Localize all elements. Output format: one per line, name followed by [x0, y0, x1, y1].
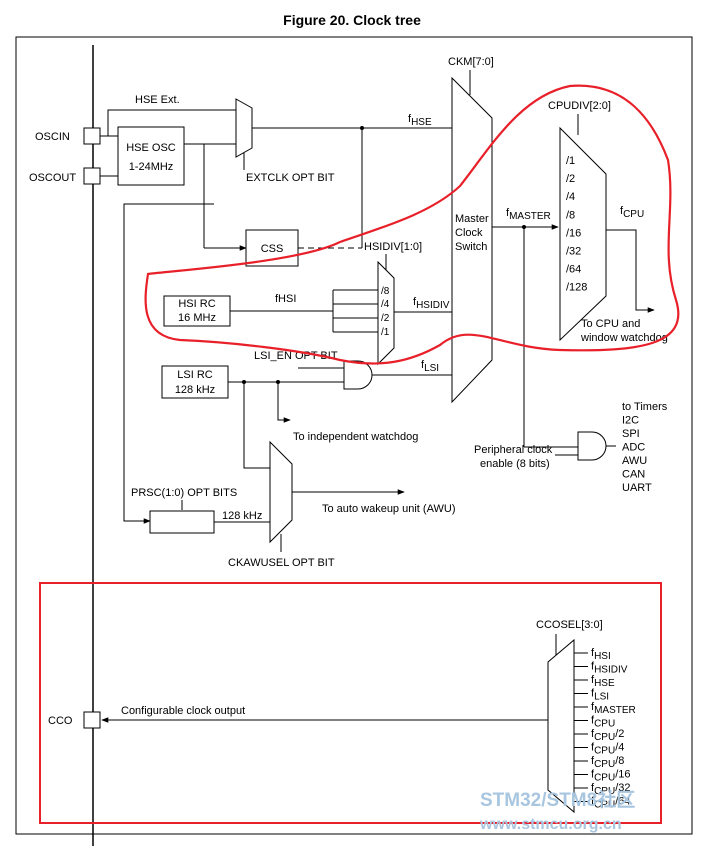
peripheral-item: ADC: [622, 442, 645, 454]
cpudiv-option: /32: [566, 246, 581, 258]
cco-source-label: fCPU/4: [591, 742, 624, 757]
master-switch-line2: Clock: [455, 227, 483, 239]
cco-source-label: fHSE: [591, 674, 615, 689]
f-hse-label: fHSE: [408, 113, 432, 128]
fhsi-label: fHSI: [275, 293, 296, 305]
cpudiv-option: /64: [566, 264, 581, 276]
lsi-and-gate: [343, 360, 373, 390]
cco-source-label: fLSI: [591, 688, 609, 703]
ccosel-mux: [547, 638, 575, 814]
hsidiv-4: /4: [381, 299, 390, 310]
cco-source-label: fCPU/32: [591, 782, 630, 797]
cpudiv-option: /4: [566, 191, 575, 203]
oscin-label: OSCIN: [35, 131, 70, 143]
f-lsi-label: fLSI: [421, 359, 439, 374]
cco-source-label: fCPU: [591, 715, 615, 730]
ckawusel-mux: [269, 440, 293, 544]
prsc-128khz: 128 kHz: [222, 510, 262, 522]
ckm-label: CKM[7:0]: [448, 56, 494, 68]
cco-source-label: fCPU/64: [591, 796, 630, 811]
cco-source-label: fHSIDIV: [591, 661, 628, 676]
watermark-line1: STM32/STM8社区: [480, 788, 635, 811]
peripheral-item: to Timers: [622, 401, 668, 413]
oscout-label: OSCOUT: [29, 172, 76, 184]
peripheral-item: I2C: [622, 415, 639, 427]
periph-clock-line1: Peripheral clock: [474, 444, 553, 456]
lsi-rc-label: LSI RC: [177, 369, 213, 381]
cco-source-label: fCPU/2: [591, 728, 624, 743]
f-master-label: fMASTER: [506, 207, 551, 222]
extclk-opt-label: EXTCLK OPT BIT: [246, 172, 335, 184]
watermark-line2: www.stmcu.org.cn: [479, 816, 622, 833]
oscout-pin: [83, 167, 101, 185]
peripheral-item: UART: [622, 482, 652, 494]
css-label: CSS: [261, 243, 284, 255]
ckawusel-label: CKAWUSEL OPT BIT: [228, 557, 335, 569]
master-clock-switch: [451, 76, 493, 404]
cco-source-list: fHSIfHSIDIVfHSEfLSIfMASTERfCPUfCPU/2fCPU…: [574, 647, 636, 811]
hsi-rc-freq: 16 MHz: [178, 312, 216, 324]
peripheral-item: SPI: [622, 428, 640, 440]
extclk-mux: [235, 98, 253, 158]
peripheral-item: AWU: [622, 455, 647, 467]
lsi-en-label: LSI_EN OPT BIT: [254, 350, 338, 362]
cpudiv-option: /8: [566, 209, 575, 221]
lsi-rc-box: [161, 365, 229, 399]
cpudiv-option: /2: [566, 173, 575, 185]
master-switch-line1: Master: [455, 213, 489, 225]
peripheral-item: CAN: [622, 469, 645, 481]
cpudiv-option: /1: [566, 155, 575, 167]
periph-and-gate: [577, 431, 607, 461]
cco-source-label: fCPU/16: [591, 769, 630, 784]
cpudiv-label: CPUDIV[2:0]: [548, 100, 611, 112]
master-switch-line3: Switch: [455, 241, 487, 253]
figure-title: Figure 20. Clock tree: [283, 12, 421, 28]
hsidiv-2: /2: [381, 313, 390, 324]
diagram-frame: [15, 36, 693, 835]
ccosel-label: CCOSEL[3:0]: [536, 619, 603, 631]
cco-pin: [83, 711, 101, 729]
hse-ext-label: HSE Ext.: [135, 94, 180, 106]
hsi-rc-label: HSI RC: [178, 298, 215, 310]
lsi-rc-freq: 128 kHz: [175, 384, 215, 396]
cco-label: CCO: [48, 715, 73, 727]
prsc-box: [149, 510, 215, 534]
hsidiv-8: /8: [381, 286, 390, 297]
f-cpu-label: fCPU: [620, 205, 644, 220]
cco-output-label: Configurable clock output: [121, 705, 245, 717]
prsc-label: PRSC(1:0) OPT BITS: [131, 487, 237, 499]
to-awu-label: To auto wakeup unit (AWU): [322, 503, 455, 515]
to-cpu-line1: To CPU and: [581, 318, 640, 330]
hse-osc-box: [117, 126, 185, 186]
hse-osc-range: 1-24MHz: [129, 161, 174, 173]
oscin-pin: [83, 127, 101, 145]
cco-source-label: fHSI: [591, 647, 611, 662]
hsidiv-1: /1: [381, 327, 390, 338]
hsidiv-mux: [377, 260, 395, 366]
cpudiv-option: /16: [566, 227, 581, 239]
hse-osc-label: HSE OSC: [126, 142, 176, 154]
periph-clock-line2: enable (8 bits): [480, 458, 550, 470]
cpudiv-option: /128: [566, 282, 587, 294]
to-iwdg-label: To independent watchdog: [293, 431, 418, 443]
highlight-outline-cpu: [144, 84, 680, 365]
cco-source-label: fCPU/8: [591, 755, 624, 770]
hsidiv-label: HSIDIV[1:0]: [364, 241, 422, 253]
cpudiv-values: /1/2/4/8/16/32/64/128: [566, 155, 587, 294]
f-hsidiv-label: fHSIDIV: [413, 296, 450, 311]
cco-source-label: fMASTER: [591, 701, 636, 716]
highlight-box-cco: [39, 582, 662, 824]
to-cpu-line2: window watchdog: [580, 332, 668, 344]
